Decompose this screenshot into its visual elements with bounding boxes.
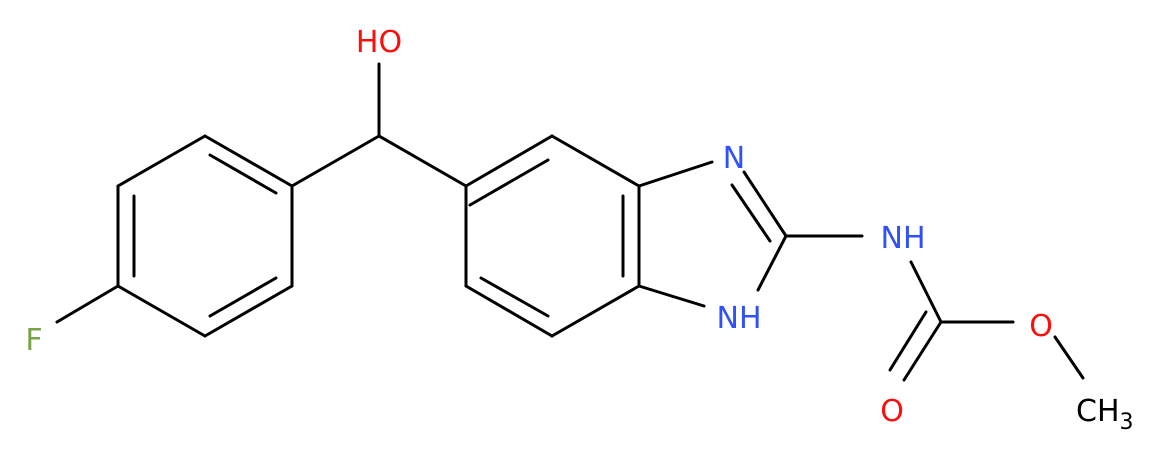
bond [730,183,772,243]
bond [377,134,468,188]
bond [550,284,641,338]
bond [203,284,294,338]
atom-label-carbonyl-oxygen: O [880,394,904,429]
bond [888,310,928,372]
bond [468,158,550,207]
atom-label-fluorine: F [25,323,42,358]
bond [637,284,706,308]
bond [756,234,788,292]
bond [464,134,554,188]
bond [55,284,120,324]
atom-label-imine-nitrogen: N [723,141,745,176]
bond [1053,335,1085,380]
bond-group [55,62,1085,382]
bond [550,134,641,188]
bond [208,276,278,318]
bond [116,284,207,338]
atom-label-ring-nh: NH [717,301,762,336]
bond [208,153,278,195]
methyl-subscript: 3 [1120,410,1134,435]
bond [909,260,943,324]
atom-label-amide-nh: NH [881,221,926,256]
bond [479,276,550,318]
methyl-main-text: CH [1076,394,1120,429]
bond [290,134,381,188]
bond [637,160,714,188]
bond [464,284,554,338]
atom-label-ester-oxygen: O [1029,309,1053,344]
bond [902,320,943,382]
atom-labels: HO F N NH NH O O CH3 [25,25,1133,435]
bond [742,170,788,238]
bond [203,134,294,188]
atom-label-methyl: CH3 [1076,394,1134,435]
bond [116,134,207,188]
atom-label-hydroxyl: HO [356,25,402,60]
